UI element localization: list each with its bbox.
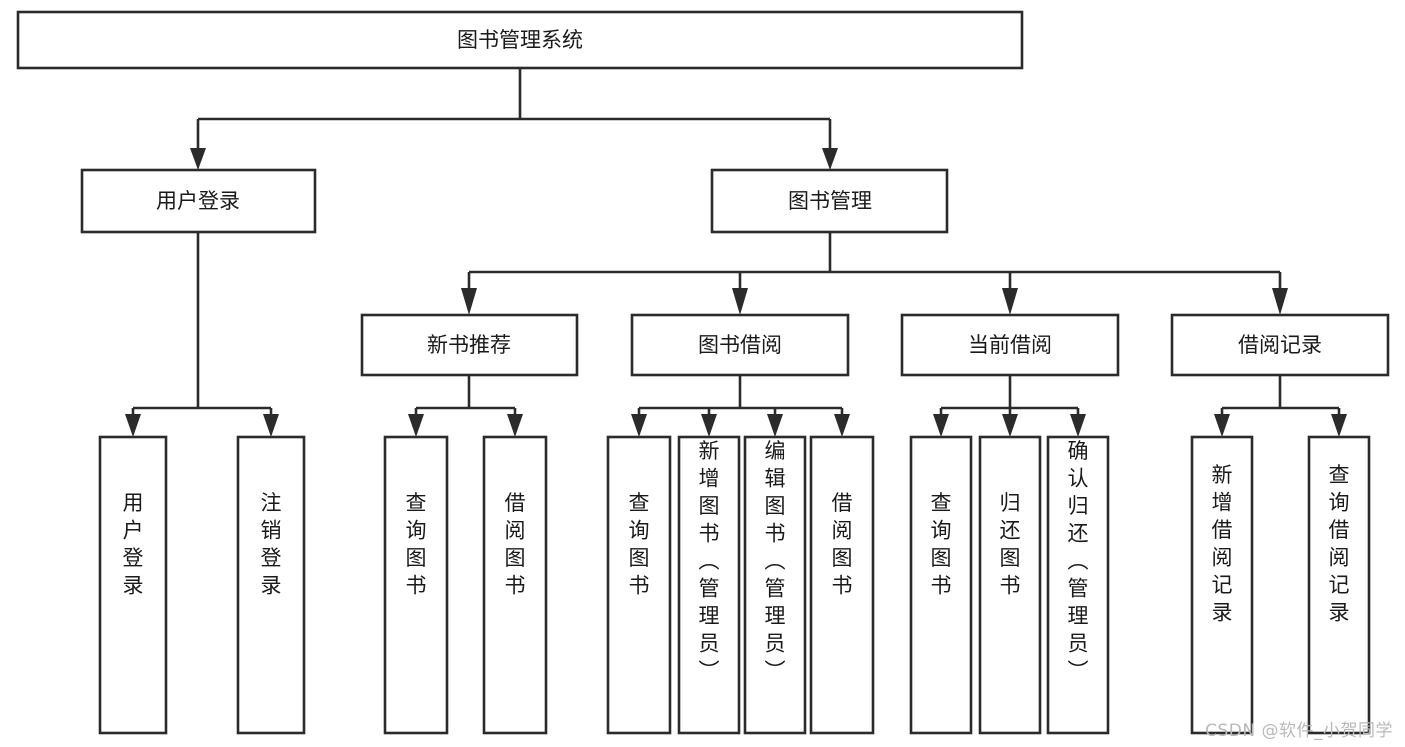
connectors-layer bbox=[125, 68, 1347, 437]
node-root-label: 图书管理系统 bbox=[457, 28, 583, 52]
node-leaf-borrow-book-2-box[interactable] bbox=[809, 435, 875, 735]
arrow-leaf-query-book-1 bbox=[408, 414, 424, 437]
arrow-leaf-user-login bbox=[125, 414, 141, 437]
node-user-login-label: 用户登录 bbox=[156, 189, 240, 213]
node-leaf-query-record[interactable]: 查询借阅记录 bbox=[1307, 435, 1371, 735]
node-leaf-add-record-box[interactable] bbox=[1190, 435, 1254, 735]
arrow-leaf-add-book bbox=[701, 414, 717, 437]
node-new-book-rec-label: 新书推荐 bbox=[427, 333, 511, 357]
node-leaf-borrow-book-1-label: 借阅图书 bbox=[505, 491, 526, 598]
node-root-box[interactable] bbox=[16, 10, 1024, 70]
arrow-to-new-book-rec bbox=[461, 288, 477, 315]
node-leaf-borrow-book-2[interactable]: 借阅图书 bbox=[809, 435, 875, 735]
arrow-to-user-login bbox=[190, 148, 206, 170]
node-book-manage[interactable]: 图书管理 bbox=[710, 168, 949, 234]
arrow-leaf-borrow-book-1 bbox=[507, 414, 523, 437]
node-leaf-query-book-2-box[interactable] bbox=[606, 435, 672, 735]
arrow-leaf-query-book-2 bbox=[631, 414, 647, 437]
node-leaf-edit-book[interactable]: 编辑图书︵管理员︶ bbox=[743, 435, 807, 735]
node-new-book-rec-box[interactable] bbox=[360, 313, 579, 377]
node-leaf-query-book-3-box[interactable] bbox=[909, 435, 973, 735]
node-borrow-record-box[interactable] bbox=[1170, 313, 1390, 377]
node-current-borrow-label: 当前借阅 bbox=[968, 333, 1052, 357]
node-leaf-add-book-label: 新增图书︵管理员︶ bbox=[699, 439, 720, 683]
arrow-leaf-logout bbox=[263, 414, 279, 437]
node-leaf-query-record-label: 查询借阅记录 bbox=[1329, 463, 1350, 625]
node-leaf-query-record-box[interactable] bbox=[1307, 435, 1371, 735]
node-leaf-edit-book-box[interactable] bbox=[743, 435, 807, 735]
arrow-to-book-manage bbox=[822, 148, 838, 170]
node-leaf-return-book[interactable]: 归还图书 bbox=[978, 435, 1042, 735]
node-leaf-borrow-book-1[interactable]: 借阅图书 bbox=[482, 435, 548, 735]
node-leaf-borrow-book-2-label: 借阅图书 bbox=[832, 491, 853, 598]
node-leaf-query-book-3[interactable]: 查询图书 bbox=[909, 435, 973, 735]
node-book-manage-box[interactable] bbox=[710, 168, 949, 234]
node-leaf-confirm-return[interactable]: 确认归还︵管理员︶ bbox=[1046, 435, 1110, 735]
node-root[interactable]: 图书管理系统 bbox=[16, 10, 1024, 70]
arrow-leaf-query-record bbox=[1331, 414, 1347, 437]
arrow-leaf-return-book bbox=[1002, 414, 1018, 437]
node-user-login[interactable]: 用户登录 bbox=[80, 168, 317, 234]
arrow-leaf-edit-book bbox=[767, 414, 783, 437]
node-leaf-query-book-1-box[interactable] bbox=[383, 435, 449, 735]
node-leaf-user-login-label: 用户登录 bbox=[123, 491, 144, 598]
node-leaf-query-book-1-label: 查询图书 bbox=[406, 491, 427, 598]
node-book-borrow[interactable]: 图书借阅 bbox=[630, 313, 850, 377]
node-new-book-rec[interactable]: 新书推荐 bbox=[360, 313, 579, 377]
arrow-leaf-confirm-return bbox=[1070, 414, 1086, 437]
node-leaf-query-book-1[interactable]: 查询图书 bbox=[383, 435, 449, 735]
node-leaf-add-book[interactable]: 新增图书︵管理员︶ bbox=[677, 435, 741, 735]
node-borrow-record[interactable]: 借阅记录 bbox=[1170, 313, 1390, 377]
node-leaf-query-book-2[interactable]: 查询图书 bbox=[606, 435, 672, 735]
node-leaf-query-book-2-label: 查询图书 bbox=[629, 491, 650, 598]
node-current-borrow[interactable]: 当前借阅 bbox=[900, 313, 1120, 377]
arrow-to-book-borrow bbox=[732, 288, 748, 315]
node-leaf-logout-label: 注销登录 bbox=[261, 491, 282, 598]
node-leaf-return-book-box[interactable] bbox=[978, 435, 1042, 735]
node-leaf-add-record[interactable]: 新增借阅记录 bbox=[1190, 435, 1254, 735]
node-leaf-user-login[interactable]: 用户登录 bbox=[98, 435, 168, 735]
node-leaf-logout-box[interactable] bbox=[236, 435, 306, 735]
arrow-to-borrow-record bbox=[1272, 288, 1288, 315]
node-leaf-return-book-label: 归还图书 bbox=[1000, 491, 1021, 598]
node-book-borrow-label: 图书借阅 bbox=[698, 333, 782, 357]
arrow-to-current-borrow bbox=[1002, 288, 1018, 315]
node-leaf-confirm-return-box[interactable] bbox=[1046, 435, 1110, 735]
node-leaf-query-book-3-label: 查询图书 bbox=[931, 491, 952, 598]
arrow-leaf-add-record bbox=[1214, 414, 1230, 437]
node-leaf-confirm-return-label: 确认归还︵管理员︶ bbox=[1068, 439, 1089, 683]
node-leaf-logout[interactable]: 注销登录 bbox=[236, 435, 306, 735]
node-leaf-edit-book-label: 编辑图书︵管理员︶ bbox=[765, 439, 786, 683]
node-book-manage-label: 图书管理 bbox=[788, 189, 872, 213]
node-leaf-add-record-label: 新增借阅记录 bbox=[1212, 463, 1233, 625]
node-leaf-user-login-box[interactable] bbox=[98, 435, 168, 735]
node-user-login-box[interactable] bbox=[80, 168, 317, 234]
arrow-leaf-query-book-3 bbox=[933, 414, 949, 437]
watermark: CSDN @软件_小贺同学 bbox=[1205, 721, 1393, 741]
arrow-leaf-borrow-book-2 bbox=[834, 414, 850, 437]
node-current-borrow-box[interactable] bbox=[900, 313, 1120, 377]
node-leaf-add-book-box[interactable] bbox=[677, 435, 741, 735]
node-borrow-record-label: 借阅记录 bbox=[1238, 333, 1322, 357]
node-leaf-borrow-book-1-box[interactable] bbox=[482, 435, 548, 735]
node-book-borrow-box[interactable] bbox=[630, 313, 850, 377]
